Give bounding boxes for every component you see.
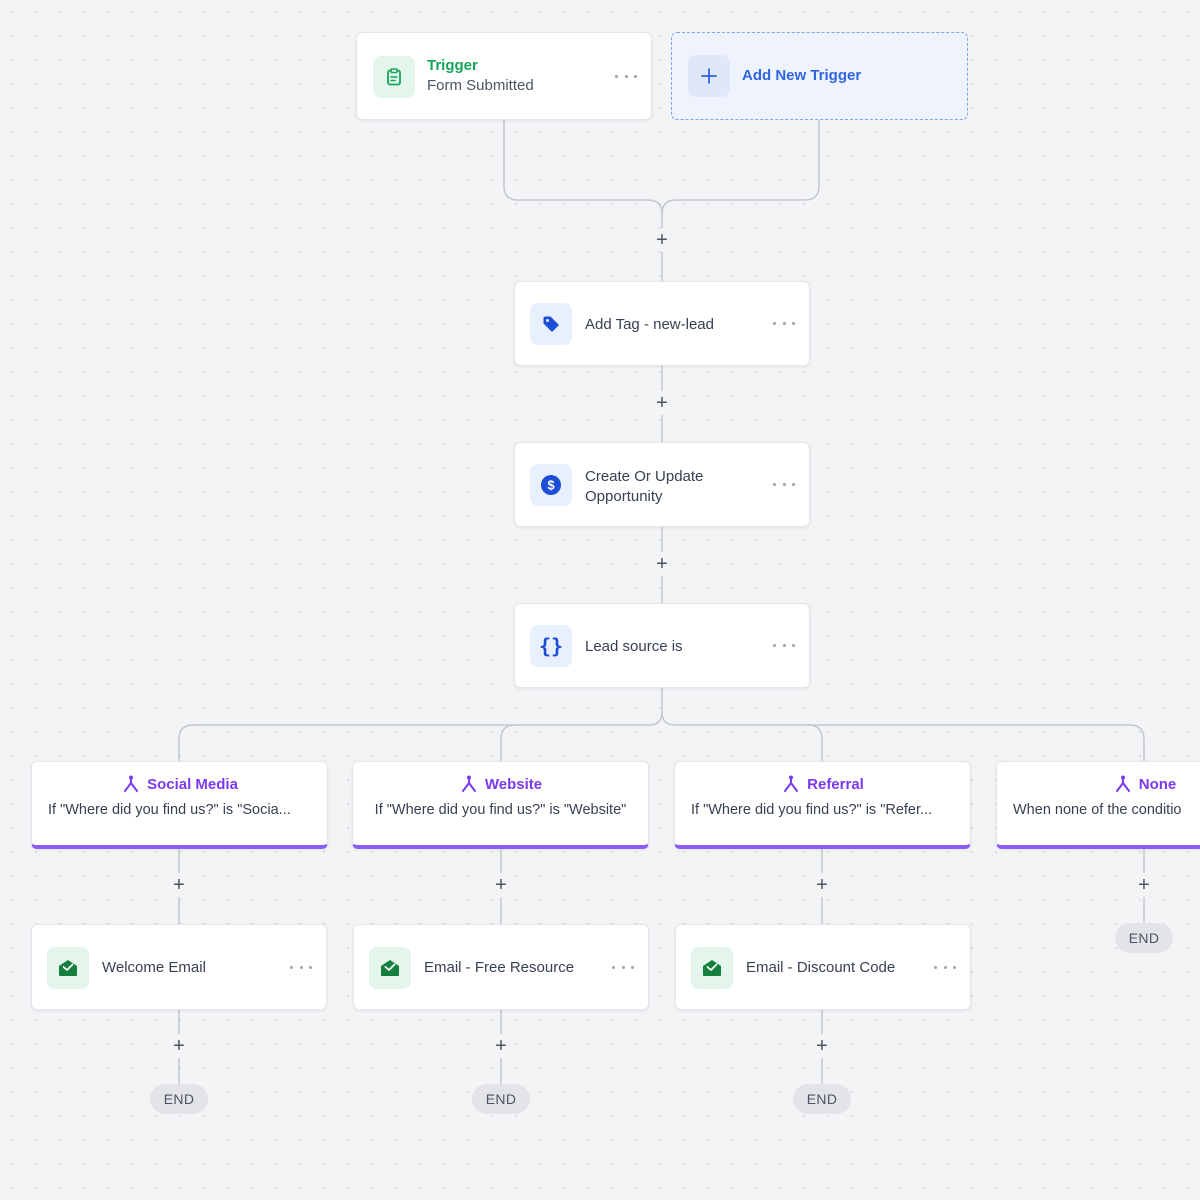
action-card-discount-code-email[interactable]: Email - Discount Code: [675, 924, 971, 1010]
action-label: Email - Free Resource: [424, 959, 575, 976]
action-label: Lead source is: [585, 638, 683, 655]
add-new-trigger-button[interactable]: Add New Trigger: [671, 32, 968, 120]
branch-title: Referral: [807, 775, 864, 793]
add-step-button[interactable]: +: [491, 875, 511, 895]
add-new-trigger-label: Add New Trigger: [742, 67, 862, 84]
branch-icon: [461, 775, 476, 792]
trigger-title: Trigger: [427, 57, 478, 74]
envelope-icon: [691, 947, 733, 989]
end-marker: END: [150, 1084, 208, 1114]
more-options-icon[interactable]: [773, 480, 795, 490]
branch-condition: If "Where did you find us?" is "Refer...: [691, 802, 933, 818]
envelope-icon: [369, 947, 411, 989]
connector-trigger: [503, 120, 663, 228]
branch-condition: If "Where did you find us?" is "Socia...: [48, 802, 291, 818]
action-label-line1: Create Or Update: [585, 468, 704, 485]
more-options-icon[interactable]: [615, 71, 637, 81]
add-step-button[interactable]: +: [652, 393, 672, 413]
tag-icon: [530, 303, 572, 345]
branch-icon: [1115, 775, 1130, 792]
connector-split-website: [500, 724, 516, 762]
action-card-welcome-email[interactable]: Welcome Email: [31, 924, 327, 1010]
add-step-button[interactable]: +: [812, 875, 832, 895]
add-step-button[interactable]: +: [812, 1036, 832, 1056]
connector-split-referral-down: [807, 724, 823, 762]
action-card-opportunity[interactable]: $ Create Or Update Opportunity: [514, 442, 810, 527]
action-card-add-tag[interactable]: Add Tag - new-lead: [514, 281, 810, 366]
dollar-icon: $: [530, 464, 572, 506]
end-marker: END: [472, 1084, 530, 1114]
add-step-button[interactable]: +: [169, 875, 189, 895]
branch-social-media[interactable]: Social Media If "Where did you find us?"…: [31, 761, 328, 849]
action-label: Email - Discount Code: [746, 959, 896, 976]
connector-split: [178, 688, 663, 762]
more-options-icon[interactable]: [290, 962, 312, 972]
clipboard-icon: [373, 56, 415, 98]
branch-referral[interactable]: Referral If "Where did you find us?" is …: [674, 761, 971, 849]
branch-title: Social Media: [147, 775, 238, 793]
trigger-subtitle: Form Submitted: [427, 77, 534, 94]
branch-title: Website: [484, 775, 543, 793]
branch-icon: [784, 775, 799, 792]
branch-condition: When none of the conditio: [1013, 802, 1182, 818]
action-card-free-resource-email[interactable]: Email - Free Resource: [353, 924, 649, 1010]
add-step-button[interactable]: +: [1134, 875, 1154, 895]
branch-website[interactable]: Website If "Where did you find us?" is "…: [352, 761, 649, 849]
more-options-icon[interactable]: [773, 641, 795, 651]
add-step-button[interactable]: +: [491, 1036, 511, 1056]
connector-add-trigger: [661, 120, 820, 215]
end-marker: END: [1115, 923, 1173, 953]
condition-card-lead-source[interactable]: {} Lead source is: [514, 603, 810, 688]
more-options-icon[interactable]: [773, 319, 795, 329]
branch-icon: [124, 775, 139, 792]
connector-split-referral: [661, 711, 1145, 762]
action-label-line2: Opportunity: [585, 488, 663, 505]
branch-condition: If "Where did you find us?" is "Website": [374, 802, 627, 818]
branch-none[interactable]: None When none of the conditio: [996, 761, 1200, 849]
branch-title: None: [1138, 775, 1177, 793]
trigger-card[interactable]: Trigger Form Submitted: [356, 32, 652, 120]
end-marker: END: [793, 1084, 851, 1114]
svg-text:$: $: [547, 478, 555, 493]
add-step-button[interactable]: +: [652, 554, 672, 574]
envelope-icon: [47, 947, 89, 989]
action-label: Add Tag - new-lead: [585, 316, 714, 333]
action-label: Welcome Email: [102, 959, 206, 976]
more-options-icon[interactable]: [934, 962, 956, 972]
plus-icon: [688, 55, 730, 97]
more-options-icon[interactable]: [612, 962, 634, 972]
braces-icon: {}: [530, 625, 572, 667]
add-step-button[interactable]: +: [169, 1036, 189, 1056]
add-step-button[interactable]: +: [652, 230, 672, 250]
